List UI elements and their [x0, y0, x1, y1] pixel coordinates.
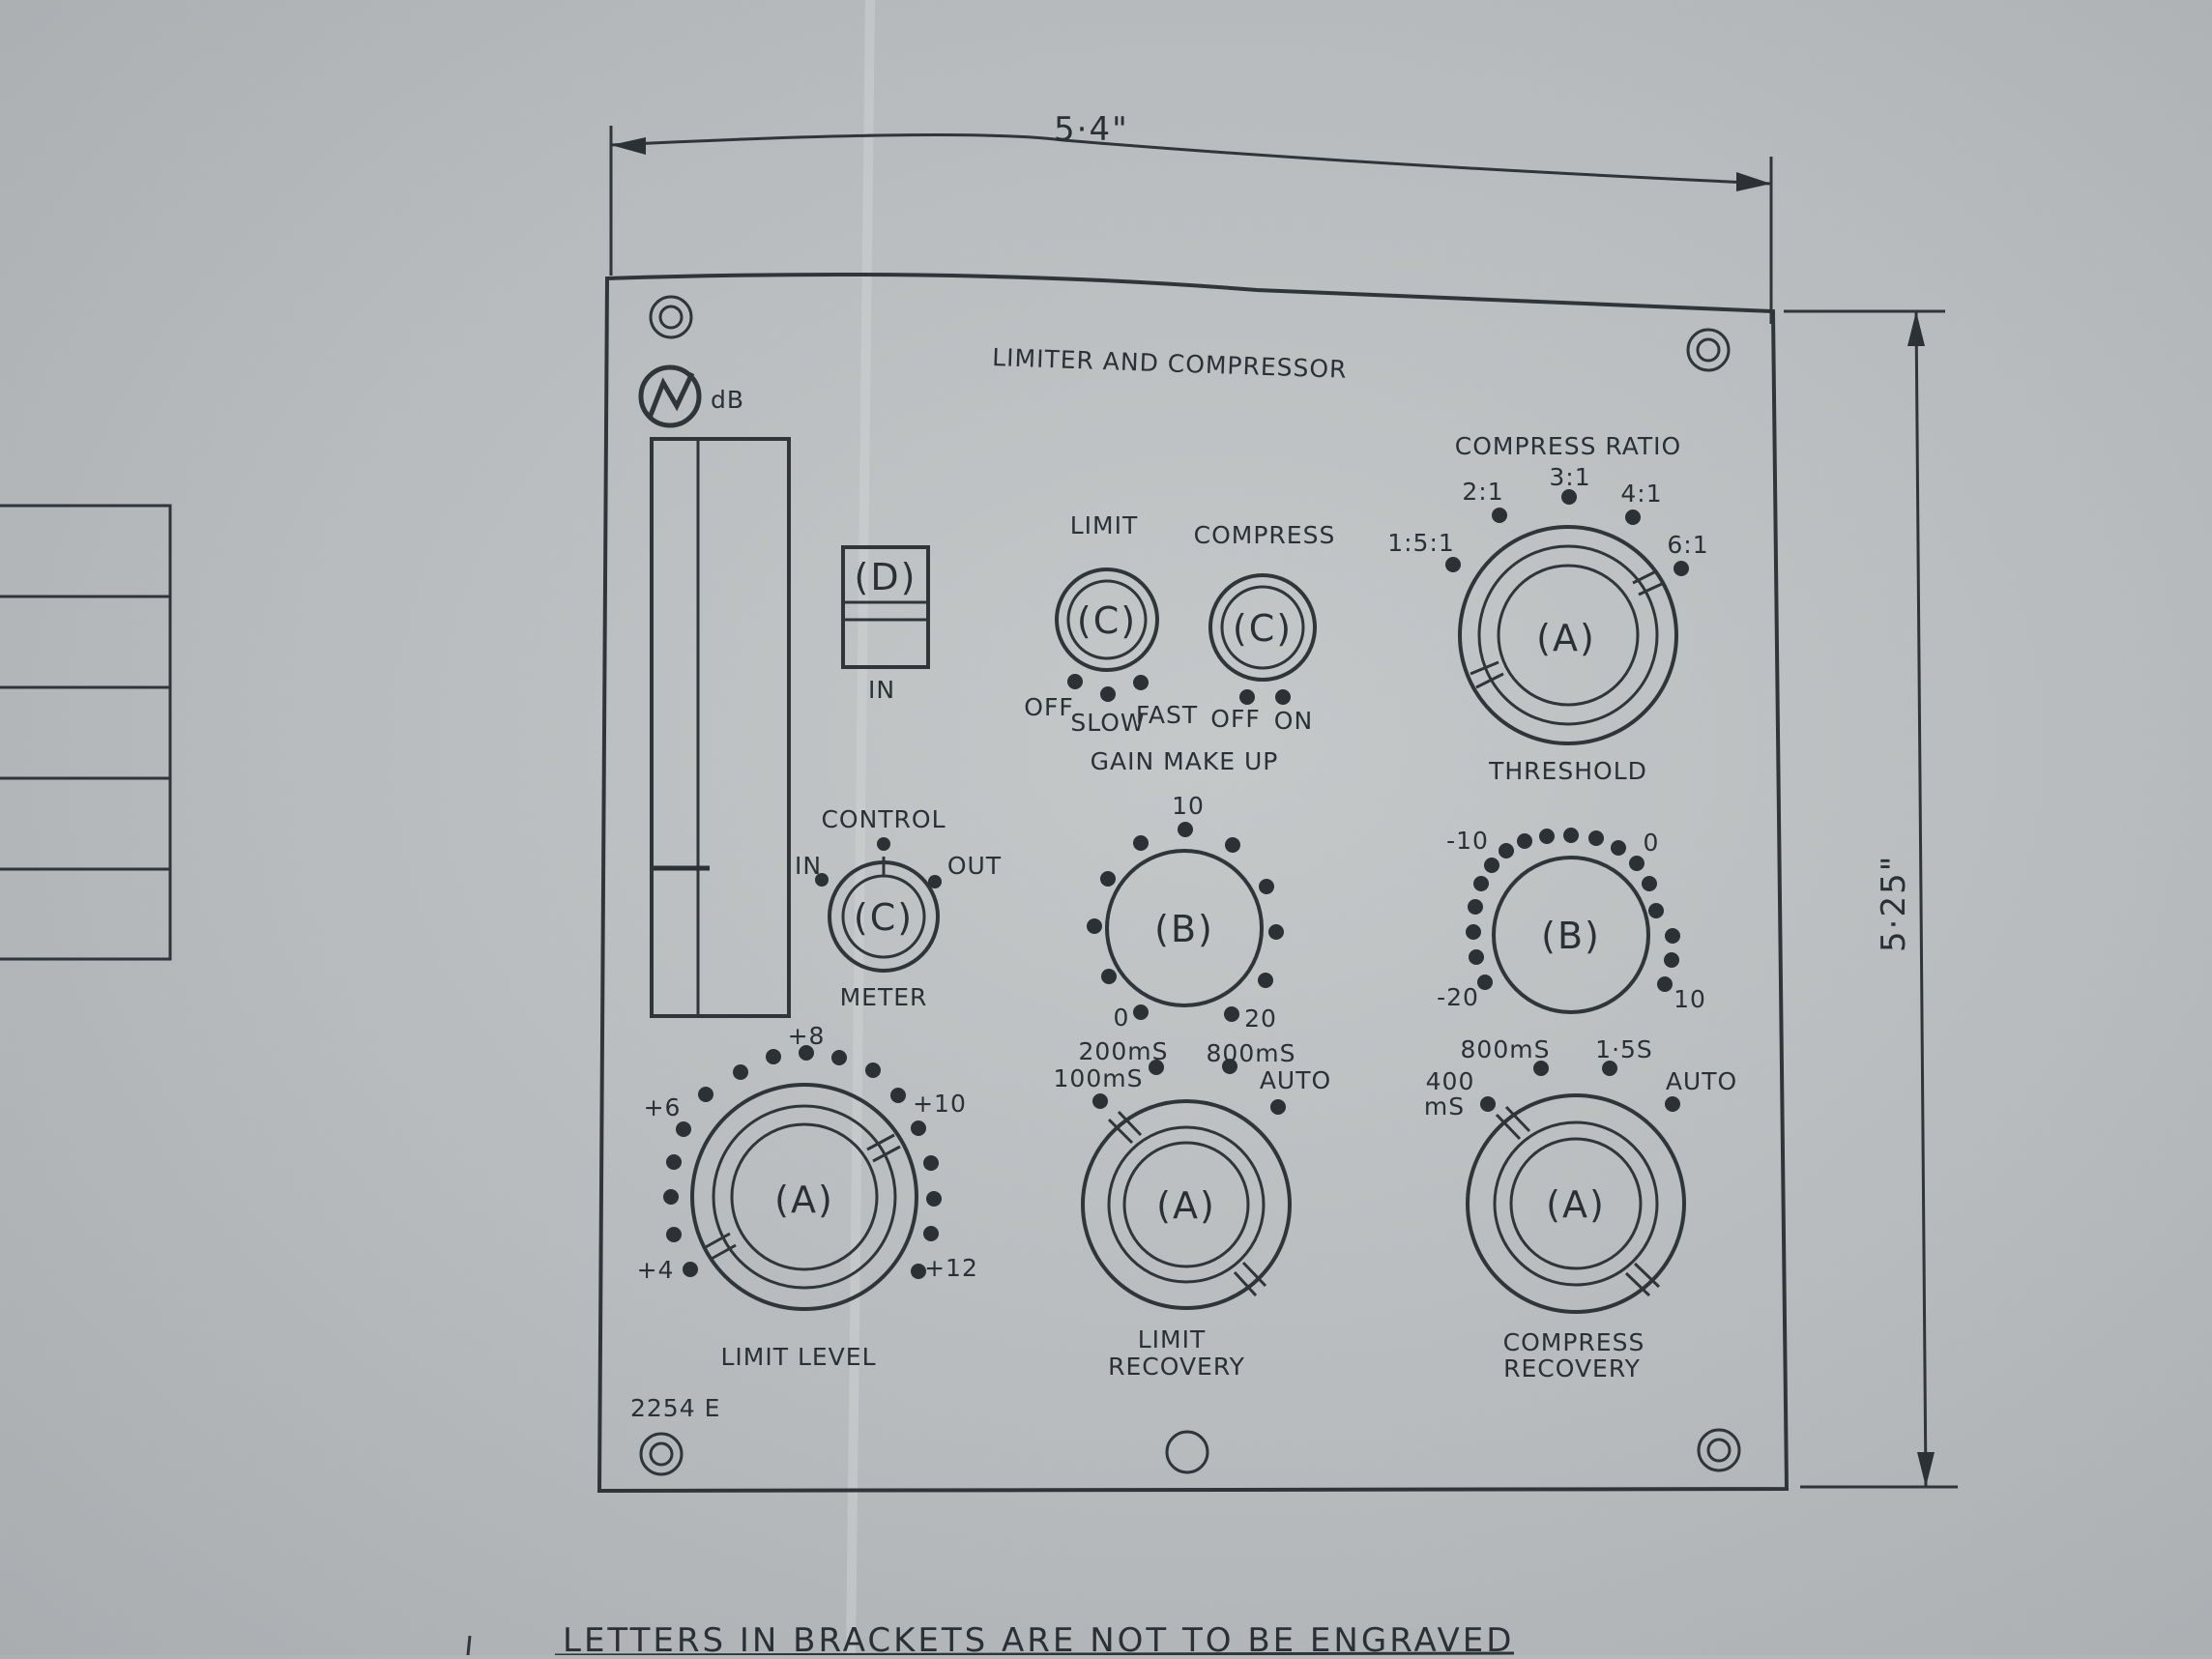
thr-b-bottom-left: -20	[1437, 983, 1479, 1011]
limit-level-plus4: +4	[637, 1256, 675, 1284]
gain-min: 0	[1114, 1004, 1130, 1032]
limit-recovery-label-1: LIMIT	[1138, 1325, 1207, 1353]
compress-ratio-marker: (A)	[1536, 617, 1596, 659]
thr-b-top-right: 0	[1644, 829, 1660, 857]
gain-make-up-title: GAIN MAKE UP	[1091, 747, 1279, 775]
gain-marker: (B)	[1154, 908, 1214, 950]
limit-off: OFF	[1024, 693, 1073, 721]
comp-rec-800: 800mS	[1461, 1035, 1551, 1063]
compress-switch-marker: (C)	[1233, 607, 1293, 650]
switch-d-label: IN	[868, 676, 895, 704]
limit-level-plus6: +6	[644, 1093, 682, 1121]
limit-rec-100: 100mS	[1054, 1064, 1144, 1092]
ratio-3: 3:1	[1549, 463, 1590, 491]
compress-recovery-label-1: COMPRESS	[1503, 1328, 1645, 1356]
meter-out: OUT	[947, 852, 1002, 880]
meter-label: METER	[840, 983, 928, 1011]
meter-control-title: CONTROL	[821, 805, 946, 833]
gain-make-up-knob[interactable]: (B)	[1105, 849, 1264, 1007]
meter-in: IN	[795, 852, 822, 880]
compress-on: ON	[1274, 707, 1313, 735]
compress-recovery-marker: (A)	[1546, 1183, 1606, 1226]
compress-switch-title: COMPRESS	[1194, 521, 1336, 549]
limit-level-plus12: +12	[924, 1254, 978, 1282]
gain-top: 10	[1172, 792, 1205, 820]
db-label: dB	[711, 386, 744, 414]
ratio-2: 2:1	[1462, 478, 1503, 506]
height-label: 5·25"	[1875, 855, 1913, 952]
limit-recovery-marker: (A)	[1156, 1184, 1216, 1227]
width-label: 5·4"	[1054, 110, 1129, 149]
compress-switch-knob[interactable]: (C)	[1208, 573, 1317, 682]
compress-off: OFF	[1210, 705, 1260, 733]
height-dimension: 5·25"	[1784, 309, 1958, 1489]
limit-fast: FAST	[1136, 701, 1198, 729]
logo-icon	[638, 364, 702, 428]
thr-b-top-left: -10	[1446, 827, 1489, 855]
compress-ratio-ticks: 1:5:1 2:1 3:1 4:1 6:1	[1387, 463, 1708, 576]
comp-rec-1-5: 1·5S	[1595, 1035, 1653, 1063]
thr-b-bottom-right: 10	[1674, 985, 1706, 1013]
ratio-4: 4:1	[1620, 480, 1662, 508]
partial-table-left	[0, 504, 172, 961]
switch-d-marker: (D)	[855, 556, 917, 598]
ratio-6: 6:1	[1667, 531, 1708, 559]
threshold-label: THRESHOLD	[1488, 757, 1647, 785]
limit-rec-200: 200mS	[1079, 1037, 1169, 1065]
limit-level-plus10: +10	[913, 1090, 967, 1118]
limit-switch-marker: (C)	[1077, 599, 1137, 642]
thr-b-marker: (B)	[1541, 915, 1601, 957]
width-dimension: 5·4"	[609, 110, 1773, 324]
limit-recovery-label-2: RECOVERY	[1108, 1353, 1245, 1381]
panel-outline	[597, 273, 1790, 1494]
limit-recovery-knob[interactable]: (A)	[1081, 1099, 1292, 1310]
footnote: LETTERS IN BRACKETS ARE NOT TO BE ENGRAV…	[563, 1621, 1514, 1655]
limit-level-knob[interactable]: (A)	[690, 1083, 918, 1311]
comp-rec-400: 400	[1426, 1067, 1475, 1095]
level-meter	[650, 437, 791, 1018]
compress-recovery-knob[interactable]: (A)	[1466, 1093, 1686, 1314]
part-number: 2254 E	[630, 1394, 720, 1422]
limit-switch-title: LIMIT	[1070, 511, 1139, 539]
limit-rec-800: 800mS	[1207, 1039, 1296, 1067]
comp-rec-ms: mS	[1424, 1092, 1465, 1121]
meter-control-marker: (C)	[854, 896, 914, 939]
limit-level-marker: (A)	[774, 1179, 834, 1221]
compress-ratio-knob[interactable]: (A)	[1458, 525, 1678, 745]
limit-level-plus8: +8	[788, 1022, 826, 1050]
panel-title: LIMITER AND COMPRESSOR	[992, 343, 1348, 384]
switch-in[interactable]: (D)	[841, 545, 930, 669]
limit-rec-auto: AUTO	[1260, 1066, 1331, 1094]
comp-rec-auto: AUTO	[1666, 1067, 1737, 1095]
meter-control-knob[interactable]: (C)	[828, 857, 940, 973]
threshold-b-knob[interactable]: (B)	[1492, 856, 1650, 1014]
gain-ticks	[1087, 822, 1284, 1022]
limit-level-ticks	[663, 1045, 942, 1279]
mounting-screws	[639, 295, 1741, 1476]
compress-recovery-label-2: RECOVERY	[1503, 1354, 1641, 1382]
limit-level-label: LIMIT LEVEL	[720, 1343, 876, 1371]
limit-switch-knob[interactable]: (C)	[1055, 568, 1159, 672]
ratio-1-5: 1:5:1	[1387, 529, 1455, 557]
gain-max: 20	[1244, 1004, 1277, 1033]
limit-slow: SLOW	[1070, 709, 1145, 737]
threshold-b-ticks	[1466, 828, 1680, 992]
compress-ratio-title: COMPRESS RATIO	[1455, 432, 1681, 460]
